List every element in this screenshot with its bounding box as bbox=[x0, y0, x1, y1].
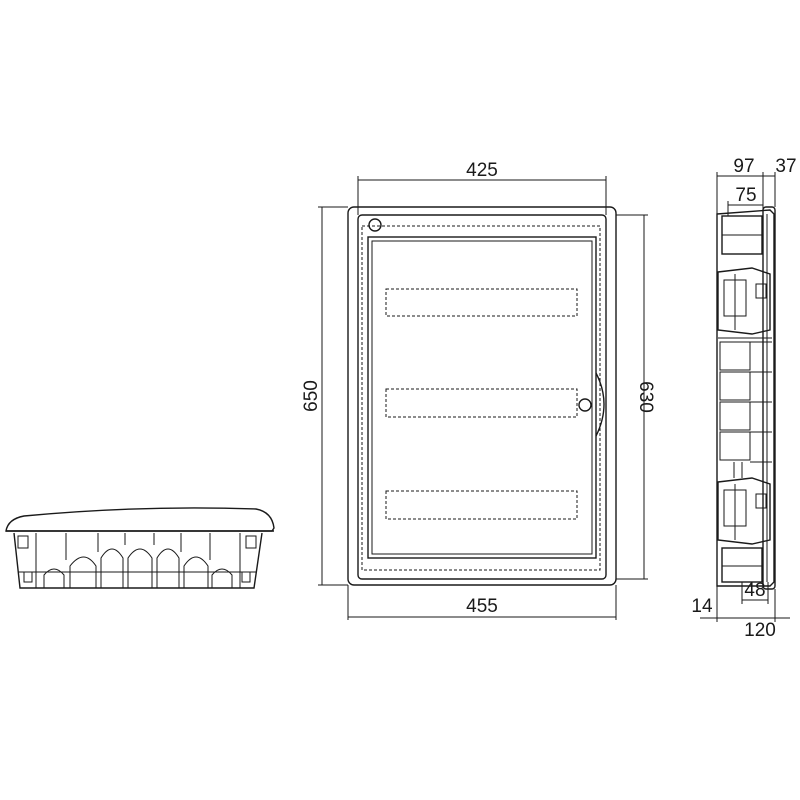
lock-icon bbox=[578, 398, 592, 412]
top-view bbox=[5, 507, 275, 589]
dim-37: 37 bbox=[775, 156, 796, 177]
side-dimensions: 97 37 75 48 14 120 bbox=[691, 156, 796, 641]
side-view bbox=[716, 206, 776, 590]
screw-hole bbox=[368, 218, 382, 232]
dim-650: 650 bbox=[301, 380, 322, 412]
dim-425: 425 bbox=[466, 160, 498, 181]
dim-120: 120 bbox=[744, 620, 776, 641]
dim-455: 455 bbox=[466, 596, 498, 617]
front-view bbox=[347, 206, 617, 586]
dim-630: 630 bbox=[635, 381, 656, 413]
dim-97: 97 bbox=[733, 156, 754, 177]
dim-14: 14 bbox=[691, 596, 713, 617]
front-dimensions: 425 455 650 630 bbox=[301, 160, 656, 620]
dim-48: 48 bbox=[744, 580, 765, 601]
dim-75: 75 bbox=[735, 185, 756, 206]
